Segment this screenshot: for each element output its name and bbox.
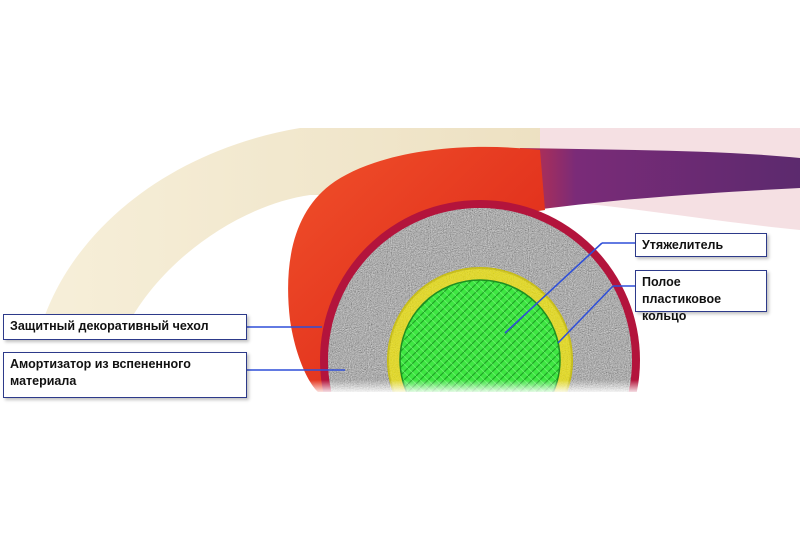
label-foam-line1: Амортизатор из вспененного	[10, 357, 191, 371]
callout-foam: Амортизатор из вспененного материала	[3, 352, 247, 398]
label-foam-line2: материала	[10, 374, 77, 388]
callout-weight: Утяжелитель	[635, 233, 767, 257]
label-cover: Защитный декоративный чехол	[10, 319, 209, 333]
leader-lines	[247, 242, 635, 371]
label-weight: Утяжелитель	[642, 238, 724, 252]
callout-plastic-ring: Полое пластиковое кольцо	[635, 270, 767, 323]
leader-ring-diag	[557, 285, 614, 344]
leader-weight-diag	[504, 242, 603, 334]
tube-cross-section	[320, 200, 640, 392]
label-plastic-ring-line2: кольцо	[642, 309, 687, 323]
callout-cover: Защитный декоративный чехол	[3, 314, 247, 340]
weight-core	[399, 279, 561, 392]
label-plastic-ring-line1: Полое пластиковое	[642, 275, 722, 306]
purple-tube-section	[520, 148, 800, 212]
